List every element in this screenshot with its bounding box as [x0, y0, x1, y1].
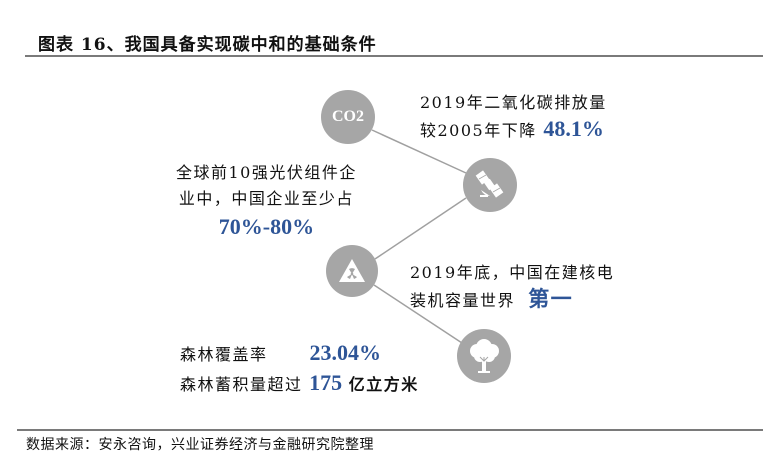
nuclear-fact-line1: 2019年底，中国在建核电	[410, 263, 615, 282]
bottom-divider	[17, 429, 763, 431]
forest-stock-value: 175	[309, 370, 343, 395]
forest-coverage-value: 23.04%	[309, 340, 382, 365]
nuclear-icon	[339, 259, 365, 282]
pv-fact-line2: 业中，中国企业至少占	[178, 189, 354, 208]
co2-fact: 2019年二氧化碳排放量 较2005年下降 48.1%	[420, 90, 607, 144]
tree-icon	[470, 339, 499, 373]
pv-highlight-value: 70%-80%	[218, 214, 315, 239]
top-divider	[25, 55, 763, 57]
source-note: 数据来源：安永咨询，兴业证券经济与金融研究院整理	[26, 437, 374, 453]
satellite-icon	[475, 170, 504, 198]
figure-title: 图表 16、我国具备实现碳中和的基础条件	[38, 35, 377, 55]
pv-fact: 全球前10强光伏组件企 业中，中国企业至少占 70%-80%	[176, 160, 357, 242]
tree-node	[457, 329, 511, 383]
pv-fact-line1: 全球前10强光伏组件企	[176, 163, 357, 182]
nuclear-node	[326, 245, 378, 297]
nuclear-fact: 2019年底，中国在建核电 装机容量世界 第一	[410, 260, 614, 314]
forest-stock-unit: 亿立方米	[348, 375, 419, 394]
nuclear-fact-line2: 装机容量世界 第一	[410, 286, 574, 311]
co2-icon: CO2	[332, 108, 364, 125]
nuclear-highlight-value: 第一	[528, 286, 574, 311]
satellite-node	[463, 158, 517, 212]
co2-highlight-value: 48.1%	[543, 116, 604, 141]
co2-node: CO2	[321, 90, 375, 144]
forest-fact-line2: 森林蓄积量超过 175 亿立方米	[180, 370, 419, 395]
co2-fact-line1: 2019年二氧化碳排放量	[420, 93, 607, 112]
co2-fact-line2: 较2005年下降 48.1%	[420, 116, 604, 141]
